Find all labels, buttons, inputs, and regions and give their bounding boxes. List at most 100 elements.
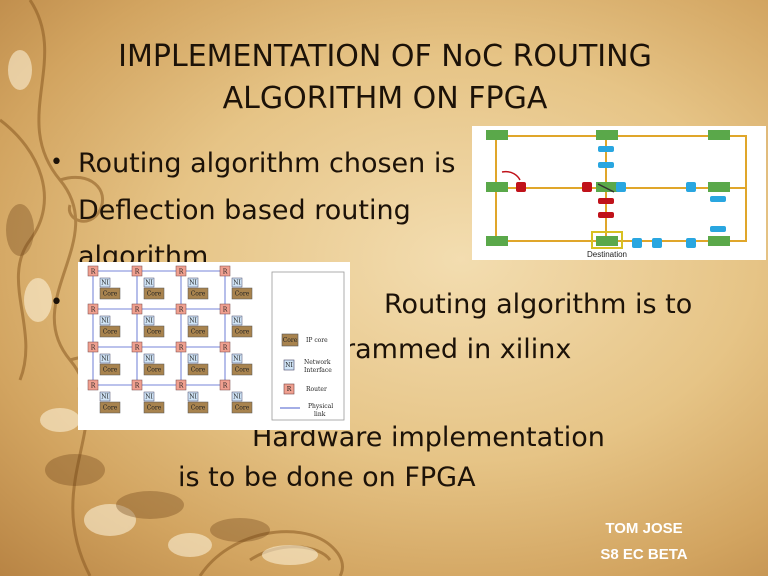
legend-network-interface-2: Interface	[304, 367, 332, 374]
bullet-2-line-1: Routing algorithm is to	[384, 289, 693, 320]
ni-node	[143, 277, 155, 288]
router-label: R	[179, 345, 184, 352]
router-node	[175, 341, 187, 353]
ni-node	[99, 353, 111, 364]
core-node	[187, 287, 209, 300]
core-label: Core	[103, 367, 118, 374]
ni-node	[187, 391, 199, 402]
ni-label: NI	[189, 280, 197, 287]
router-node	[219, 379, 231, 391]
router-label: R	[223, 383, 228, 390]
ni-node	[187, 315, 199, 326]
router-label: R	[135, 269, 140, 276]
ni-label: NI	[145, 280, 153, 287]
ni-label: NI	[233, 318, 241, 325]
router-label: R	[135, 383, 140, 390]
noc-mesh-diagram: RNICoreRNICoreRNICoreRNICoreRNICoreRNICo…	[87, 265, 345, 421]
core-label: Core	[235, 405, 250, 412]
author-name: TOM JOSE	[605, 520, 683, 537]
ni-node	[99, 277, 111, 288]
router-node	[175, 265, 187, 277]
router-node	[175, 303, 187, 315]
legend-ip-core: IP core	[306, 337, 328, 344]
router-node	[87, 379, 99, 391]
ni-label: NI	[145, 394, 153, 401]
router-label: R	[91, 307, 96, 314]
ni-label: NI	[189, 356, 197, 363]
legend-ni-box-label: NI	[285, 362, 293, 369]
router-label: R	[223, 307, 228, 314]
router-node	[175, 379, 187, 391]
core-node	[99, 325, 121, 338]
ni-label: NI	[189, 318, 197, 325]
core-node	[231, 325, 253, 338]
core-label: Core	[147, 405, 162, 412]
ni-node	[143, 391, 155, 402]
router-node	[87, 265, 99, 277]
legend-physical-link-1: Physical	[308, 403, 333, 410]
router-node	[87, 303, 99, 315]
router-label: R	[135, 307, 140, 314]
title-line-1: IMPLEMENTATION OF NoC ROUTING	[118, 39, 652, 74]
core-node	[187, 401, 209, 414]
ni-label: NI	[101, 280, 109, 287]
ni-node	[143, 315, 155, 326]
ni-label: NI	[145, 356, 153, 363]
router-node	[131, 341, 143, 353]
core-label: Core	[147, 367, 162, 374]
core-label: Core	[235, 367, 250, 374]
core-label: Core	[191, 291, 206, 298]
ni-node	[231, 315, 243, 326]
router-node	[219, 303, 231, 315]
ni-node	[143, 353, 155, 364]
router-label: R	[179, 383, 184, 390]
title-line-2: ALGORITHM ON FPGA	[222, 81, 548, 116]
bullet-1-line-1: Routing algorithm chosen is	[78, 148, 456, 179]
ni-node	[99, 391, 111, 402]
core-label: Core	[235, 291, 250, 298]
core-node	[143, 363, 165, 376]
core-node	[99, 287, 121, 300]
ni-node	[99, 315, 111, 326]
ni-node	[231, 277, 243, 288]
core-label: Core	[191, 405, 206, 412]
core-label: Core	[103, 329, 118, 336]
ni-label: NI	[101, 394, 109, 401]
ni-node	[231, 391, 243, 402]
router-label: R	[91, 345, 96, 352]
router-label: R	[91, 383, 96, 390]
core-node	[187, 325, 209, 338]
core-node	[143, 287, 165, 300]
router-label: R	[179, 307, 184, 314]
core-label: Core	[103, 405, 118, 412]
legend-network-interface-1: Network	[304, 359, 331, 366]
slide-title: IMPLEMENTATION OF NoC ROUTING ALGORITHM …	[60, 36, 710, 120]
core-label: Core	[191, 329, 206, 336]
router-node	[131, 265, 143, 277]
router-label: R	[135, 345, 140, 352]
ni-node	[187, 277, 199, 288]
router-label: R	[223, 269, 228, 276]
ni-label: NI	[233, 394, 241, 401]
ni-label: NI	[189, 394, 197, 401]
router-label: R	[223, 345, 228, 352]
bullet-2-line-2: rammed in xilinx	[344, 334, 572, 365]
ni-label: NI	[101, 318, 109, 325]
router-label: R	[91, 269, 96, 276]
router-node	[131, 303, 143, 315]
ni-node	[187, 353, 199, 364]
bullet-2-marker: •	[50, 290, 63, 315]
bullet-1-line-2: Deflection based routing	[78, 195, 411, 226]
core-label: Core	[147, 329, 162, 336]
router-node	[131, 379, 143, 391]
author-class: S8 EC BETA	[600, 546, 688, 563]
legend-physical-link-2: link	[314, 411, 326, 418]
core-node	[143, 401, 165, 414]
deflection-network-figure: Destination	[472, 126, 766, 260]
router-node	[219, 265, 231, 277]
core-node	[231, 401, 253, 414]
router-label: R	[179, 269, 184, 276]
core-label: Core	[235, 329, 250, 336]
